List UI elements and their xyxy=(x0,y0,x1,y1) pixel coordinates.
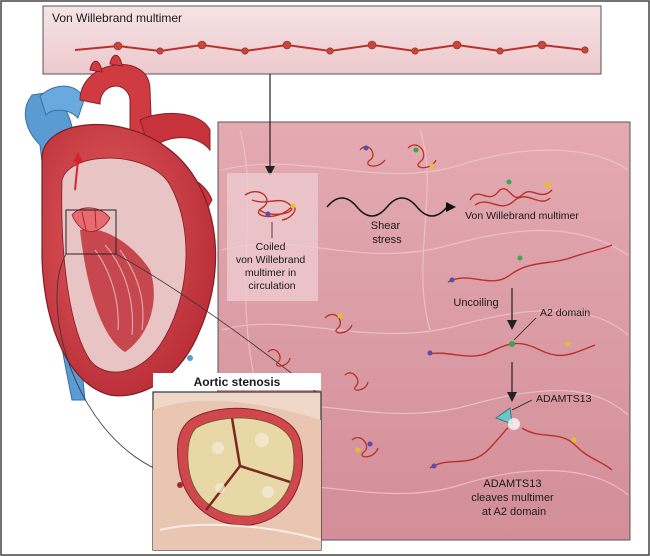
scattered-multimers xyxy=(267,144,437,458)
shear-wave-arrow xyxy=(326,197,448,217)
svg-text:Coiled von Willebrand: Coiled von Willebrand multimer in circul… xyxy=(236,241,308,292)
coiled-multimer-box: Coiled von Willebrand multimer in circul… xyxy=(227,173,318,301)
svg-text:Shear stress: Shear stress xyxy=(371,220,403,246)
adamts13-enzyme xyxy=(494,407,513,425)
shear-label-line-2: stress xyxy=(372,234,402,246)
top-multimer-panel: Von Willebrand multimer xyxy=(42,5,602,75)
cleaved-fragment-right xyxy=(521,427,613,471)
cleaves-label-line-1: ADAMTS13 xyxy=(483,478,541,490)
heart-illustration xyxy=(24,54,217,401)
adamts13-label: ADAMTS13 xyxy=(536,393,592,405)
top-connector-arrowhead xyxy=(265,166,275,176)
cleaved-fragment-left xyxy=(429,427,509,469)
uncoiling-label: Uncoiling xyxy=(453,297,498,309)
aortic-stenosis-title: Aortic stenosis xyxy=(194,375,281,389)
a2-domain-label: A2 domain xyxy=(540,307,590,319)
vwf-multimer-right xyxy=(469,188,553,207)
coiled-label-line-2: von Willebrand xyxy=(236,254,306,266)
cleaves-label-line-2: cleaves multimer xyxy=(471,492,554,504)
inset-box xyxy=(65,209,117,255)
top-panel-title: Von Willebrand multimer xyxy=(52,11,182,25)
coiled-label-line-3: multimer in xyxy=(245,267,297,279)
uncoiled-strand-1 xyxy=(447,244,613,283)
svg-text:ADAMTS13 cleaves multimer: ADAMTS13 cleaves multimer at A2 domain xyxy=(471,478,557,518)
coiled-label-line-1: Coiled xyxy=(256,241,286,253)
cleaves-label-line-3: at A2 domain xyxy=(482,506,546,518)
shear-label-line-1: Shear xyxy=(371,220,401,232)
aortic-stenosis-inset: Aortic stenosis xyxy=(152,373,322,551)
multimer-nodes xyxy=(113,40,589,55)
vwf-right-label: Von Willebrand multimer xyxy=(465,210,579,222)
coiled-label-line-4: circulation xyxy=(248,280,295,292)
zoom-line-left xyxy=(56,253,159,471)
